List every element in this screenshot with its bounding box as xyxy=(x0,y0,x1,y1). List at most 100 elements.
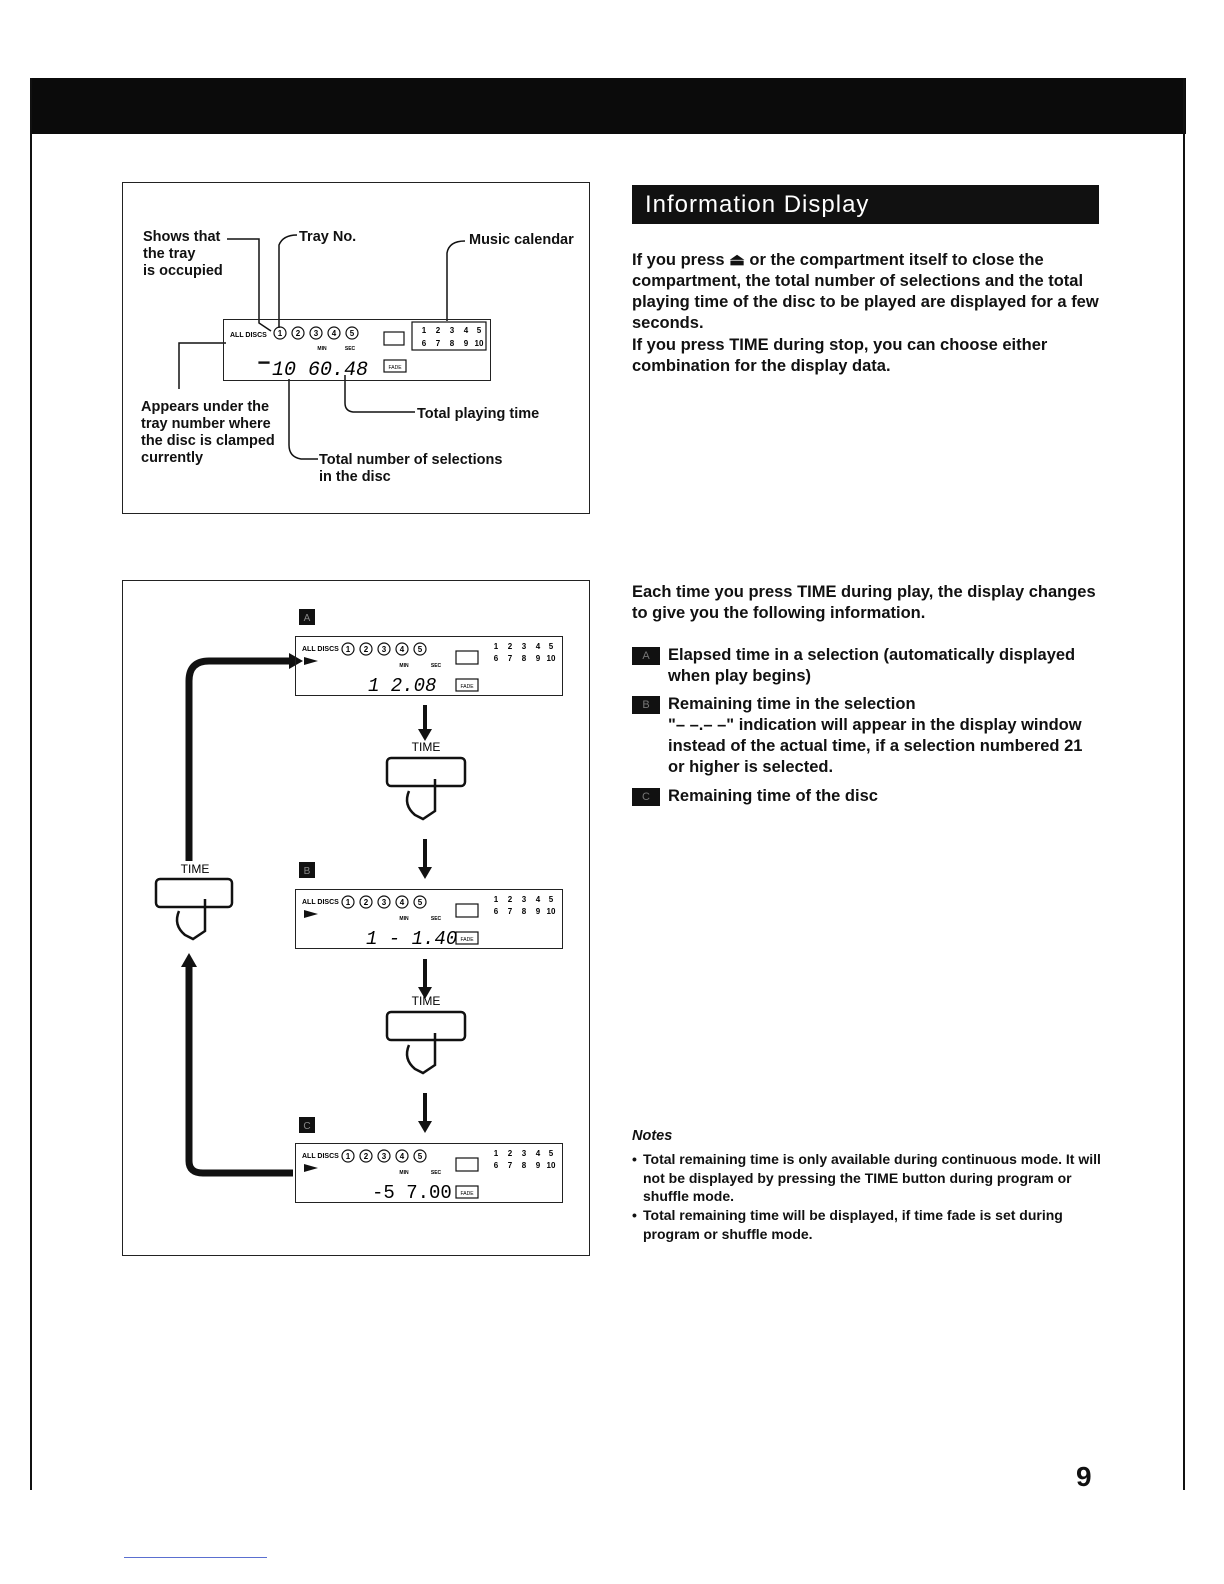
list-item-text: Remaining time in the selection "– –.– –… xyxy=(668,694,1100,778)
fade-icon: FADE xyxy=(388,365,402,371)
display-indicators: ALL DISCS 1 2 3 4 5 1 2 3 4 5 6 7 8 xyxy=(230,321,487,382)
svg-text:5: 5 xyxy=(418,645,423,654)
svg-text:9: 9 xyxy=(536,654,541,663)
svg-text:FADE: FADE xyxy=(460,937,474,943)
svg-text:4: 4 xyxy=(400,645,405,654)
marker-b: B xyxy=(304,866,311,877)
svg-text:5: 5 xyxy=(549,895,554,904)
svg-text:1: 1 xyxy=(494,642,499,651)
svg-text:6: 6 xyxy=(422,339,427,348)
label-appears-under: Appears under the tray number where the … xyxy=(141,399,275,466)
display-readout: 10 60.48 xyxy=(272,359,368,380)
svg-text:8: 8 xyxy=(522,1161,527,1170)
label-total-selections: Total number of selections in the disc xyxy=(319,452,503,485)
svg-text:MIN: MIN xyxy=(399,663,409,669)
notes-heading: Notes xyxy=(632,1128,673,1144)
svg-text:1: 1 xyxy=(422,326,427,335)
svg-text:3: 3 xyxy=(382,645,387,654)
time-label-side: TIME xyxy=(181,862,210,876)
section-title: Information Display xyxy=(632,185,1099,224)
note-item: • Total remaining time is only available… xyxy=(632,1150,1102,1208)
svg-text:4: 4 xyxy=(332,329,337,338)
list-item-text: Elapsed time in a selection (automatical… xyxy=(668,646,1076,685)
playback-intro: Each time you press TIME during play, th… xyxy=(632,583,1096,622)
svg-text:1: 1 xyxy=(494,895,499,904)
svg-text:1: 1 xyxy=(278,329,283,338)
svg-text:3: 3 xyxy=(314,329,319,338)
svg-text:2: 2 xyxy=(508,642,513,651)
svg-text:SEC: SEC xyxy=(345,346,356,352)
list-item-sub: "– –.– –" indication will appear in the … xyxy=(668,716,1083,776)
svg-text:3: 3 xyxy=(522,642,527,651)
header-bar xyxy=(30,78,1186,134)
note-text: Total remaining time will be displayed, … xyxy=(643,1207,1063,1242)
marker-c-badge: C xyxy=(632,788,660,806)
svg-text:SEC: SEC xyxy=(431,663,442,669)
svg-text:7: 7 xyxy=(508,1161,513,1170)
svg-text:1: 1 xyxy=(494,1149,499,1158)
svg-text:MIN: MIN xyxy=(317,346,327,352)
svg-text:4: 4 xyxy=(400,1152,405,1161)
readout-b: 1 - 1.40 xyxy=(366,928,457,948)
svg-text:3: 3 xyxy=(450,326,455,335)
svg-text:3: 3 xyxy=(522,895,527,904)
display-panel-fig1: ALL DISCS 1 2 3 4 5 1 2 3 4 5 6 7 8 xyxy=(223,319,491,382)
label-shows-tray-occupied: Shows that the tray is occupied xyxy=(143,229,223,279)
marker-b-badge: B xyxy=(632,696,660,714)
svg-text:5: 5 xyxy=(477,326,482,335)
svg-text:SEC: SEC xyxy=(431,1170,442,1176)
svg-text:7: 7 xyxy=(508,654,513,663)
svg-text:4: 4 xyxy=(536,642,541,651)
svg-text:5: 5 xyxy=(549,1149,554,1158)
svg-text:1: 1 xyxy=(346,898,351,907)
time-label-2: TIME xyxy=(412,994,441,1008)
svg-text:5: 5 xyxy=(418,898,423,907)
figure-display-overview: Shows that the tray is occupied Tray No.… xyxy=(122,182,590,514)
svg-text:1: 1 xyxy=(346,645,351,654)
svg-text:4: 4 xyxy=(536,895,541,904)
label-total-playing-time: Total playing time xyxy=(417,406,540,422)
svg-text:ALL DISCS: ALL DISCS xyxy=(302,899,339,906)
right-margin-rule xyxy=(1183,78,1185,1490)
svg-text:8: 8 xyxy=(522,654,527,663)
svg-text:9: 9 xyxy=(536,907,541,916)
label-tray-no: Tray No. xyxy=(299,229,357,245)
svg-text:5: 5 xyxy=(549,642,554,651)
svg-text:ALL DISCS: ALL DISCS xyxy=(302,646,339,653)
svg-text:6: 6 xyxy=(494,654,499,663)
svg-text:3: 3 xyxy=(522,1149,527,1158)
svg-text:2: 2 xyxy=(508,1149,513,1158)
svg-text:1: 1 xyxy=(346,1152,351,1161)
svg-text:10: 10 xyxy=(547,1161,556,1170)
svg-text:SEC: SEC xyxy=(431,916,442,922)
svg-text:7: 7 xyxy=(436,339,441,348)
marker-c: C xyxy=(303,1121,310,1132)
svg-text:5: 5 xyxy=(418,1152,423,1161)
svg-text:MIN: MIN xyxy=(399,1170,409,1176)
svg-text:10: 10 xyxy=(547,907,556,916)
bottom-rule xyxy=(124,1557,267,1558)
svg-text:6: 6 xyxy=(494,1161,499,1170)
svg-text:10: 10 xyxy=(475,339,484,348)
svg-text:2: 2 xyxy=(364,1152,369,1161)
svg-text:4: 4 xyxy=(536,1149,541,1158)
left-margin-rule xyxy=(30,78,32,1490)
svg-text:4: 4 xyxy=(464,326,469,335)
cycle-diagram: TIME TIME TIME A B C xyxy=(154,609,467,1177)
svg-text:10: 10 xyxy=(547,654,556,663)
marker-a-badge: A xyxy=(632,647,660,665)
callout-lines xyxy=(178,234,466,460)
svg-text:2: 2 xyxy=(364,645,369,654)
svg-text:3: 3 xyxy=(382,898,387,907)
svg-text:5: 5 xyxy=(350,329,355,338)
all-discs-icon: ALL DISCS xyxy=(230,332,267,339)
svg-text:ALL DISCS: ALL DISCS xyxy=(302,1153,339,1160)
bullet-icon: • xyxy=(632,1207,637,1223)
list-item: B Remaining time in the selection "– –.–… xyxy=(632,694,1102,784)
svg-text:8: 8 xyxy=(522,907,527,916)
svg-text:2: 2 xyxy=(436,326,441,335)
